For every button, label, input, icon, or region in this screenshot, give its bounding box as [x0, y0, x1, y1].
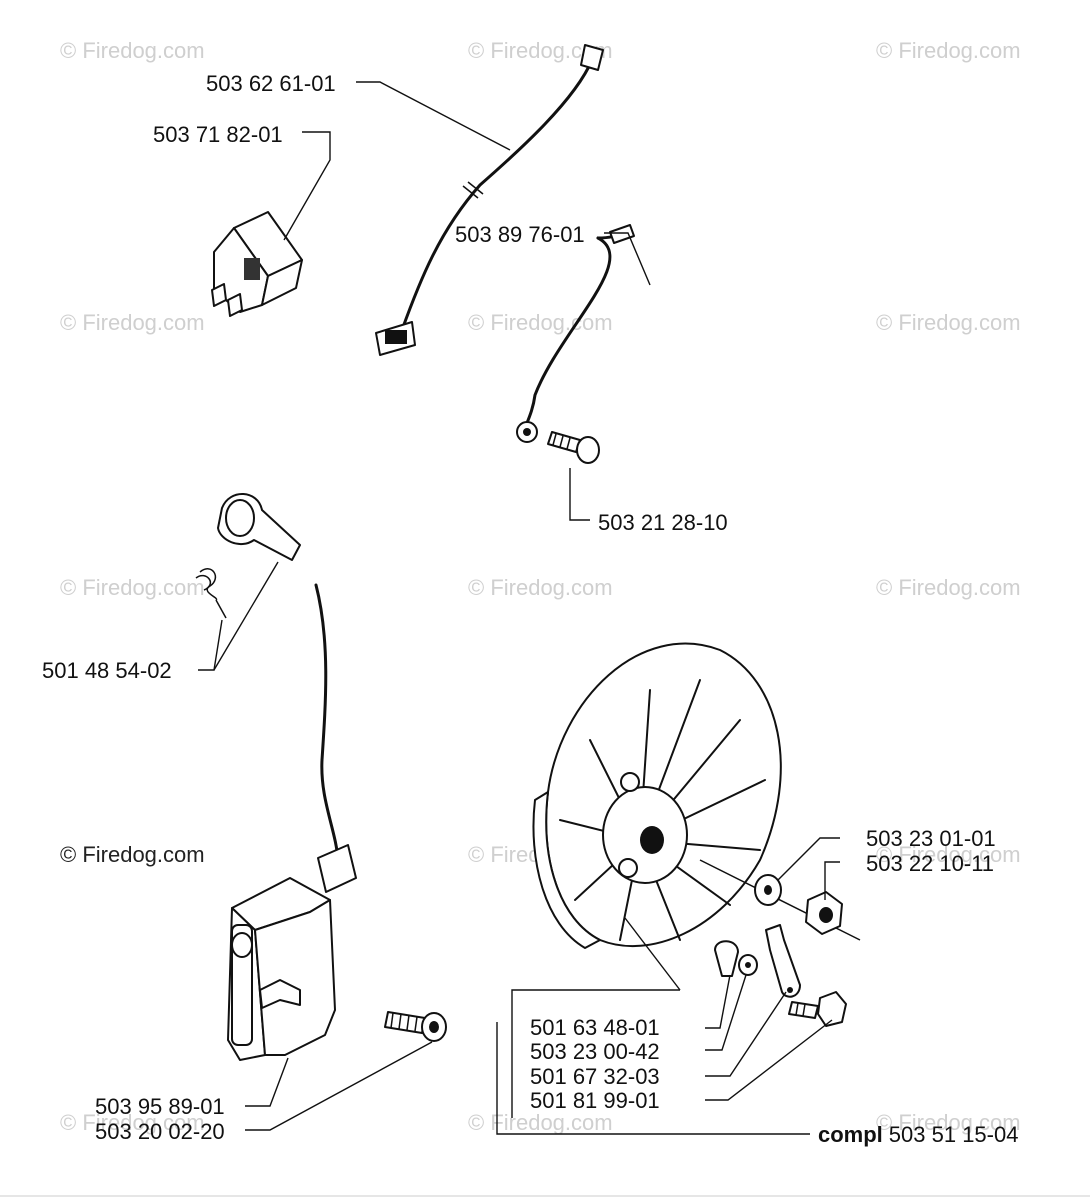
label-pawl: 501 67 32-03	[530, 1064, 660, 1089]
label-key: 501 63 48-01	[530, 1015, 660, 1040]
label-pawl-screw: 501 81 99-01	[530, 1088, 660, 1113]
label-spark-plug-cap: 501 48 54-02	[42, 658, 172, 683]
leader-lines	[198, 81, 840, 1135]
label-washer: 503 23 01-01	[866, 826, 996, 851]
watermarks: © Firedog.com © Firedog.com © Firedog.co…	[60, 38, 1021, 1135]
ground-screw-drawing	[547, 431, 600, 464]
ground-wire-drawing	[516, 224, 635, 443]
label-ground-screw: 503 21 28-10	[598, 510, 728, 535]
key-drawing	[714, 940, 739, 977]
watermark: © Firedog.com	[876, 575, 1021, 600]
coil-screw-drawing	[384, 1011, 447, 1042]
switch-drawing	[211, 211, 303, 317]
label-complete-number: 503 51 15-04	[889, 1122, 1019, 1147]
spark-plug-cap-drawing	[195, 493, 301, 619]
part-labels: 503 62 61-01 503 71 82-01 503 89 76-01 5…	[42, 71, 1018, 1147]
nut-drawing	[805, 891, 843, 935]
small-washer-drawing	[738, 954, 758, 976]
watermark-prominent: © Firedog.com	[60, 842, 205, 867]
label-nut: 503 22 10-11	[866, 851, 994, 876]
label-ground-wire: 503 89 76-01	[455, 222, 585, 247]
watermark: © Firedog.com	[60, 575, 205, 600]
watermark: © Firedog.com	[60, 310, 205, 335]
ignition-coil-drawing	[227, 583, 357, 1061]
pawl-drawing	[765, 924, 801, 998]
watermark: © Firedog.com	[876, 1110, 1021, 1135]
label-stop-wire: 503 62 61-01	[206, 71, 336, 96]
watermark: © Firedog.com	[60, 38, 205, 63]
watermark: © Firedog.com	[876, 842, 1021, 867]
pawl-screw-drawing	[788, 991, 847, 1027]
washer-drawing	[754, 874, 782, 906]
label-coil: 503 95 89-01	[95, 1094, 225, 1119]
stop-wire-drawing	[375, 44, 604, 356]
watermark: © Firedog.com	[876, 38, 1021, 63]
label-complete-prefix: compl	[818, 1122, 883, 1147]
label-switch: 503 71 82-01	[153, 122, 283, 147]
watermark: © Firedog.com	[60, 1110, 205, 1135]
watermark: © Firedog.com	[468, 575, 613, 600]
watermark: © Firedog.com	[468, 310, 613, 335]
label-coil-screw: 503 20 02-20	[95, 1119, 225, 1144]
flywheel-drawing	[532, 642, 861, 949]
watermark: © Firedog.com	[468, 1110, 613, 1135]
label-small-washer: 503 23 00-42	[530, 1039, 660, 1064]
watermark: © Firedog.com	[876, 310, 1021, 335]
